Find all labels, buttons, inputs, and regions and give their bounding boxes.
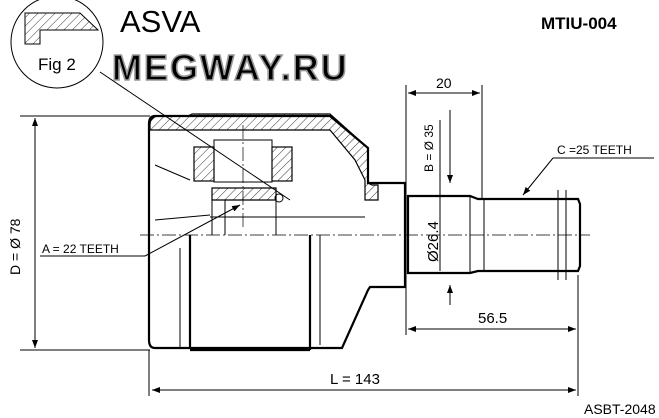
cross-reference: ASBT-2048 <box>584 401 656 417</box>
dim-shaft-length: 56.5 <box>478 310 507 327</box>
fig2-detail: Fig 2 <box>10 0 291 201</box>
outer-teeth-label: C =25 TEETH <box>557 143 632 157</box>
housing <box>147 113 407 352</box>
dim-length: L = 143 <box>330 371 380 388</box>
dim-shaft-diameter: Ø26.4 <box>425 221 442 262</box>
dimension-lines <box>20 85 654 396</box>
dim-seal-length: 20 <box>436 75 452 91</box>
brand-title: ASVA <box>120 4 201 39</box>
part-number: MTIU-004 <box>541 14 617 33</box>
watermark: MEGWAY.RU <box>112 47 349 88</box>
dim-outer-diameter: D = Ø 78 <box>7 218 23 275</box>
dim-seal-diameter: B = Ø 35 <box>422 124 436 172</box>
shaft <box>406 190 582 280</box>
fig2-label: Fig 2 <box>38 55 76 74</box>
inner-teeth-label: A = 22 TEETH <box>42 242 119 256</box>
